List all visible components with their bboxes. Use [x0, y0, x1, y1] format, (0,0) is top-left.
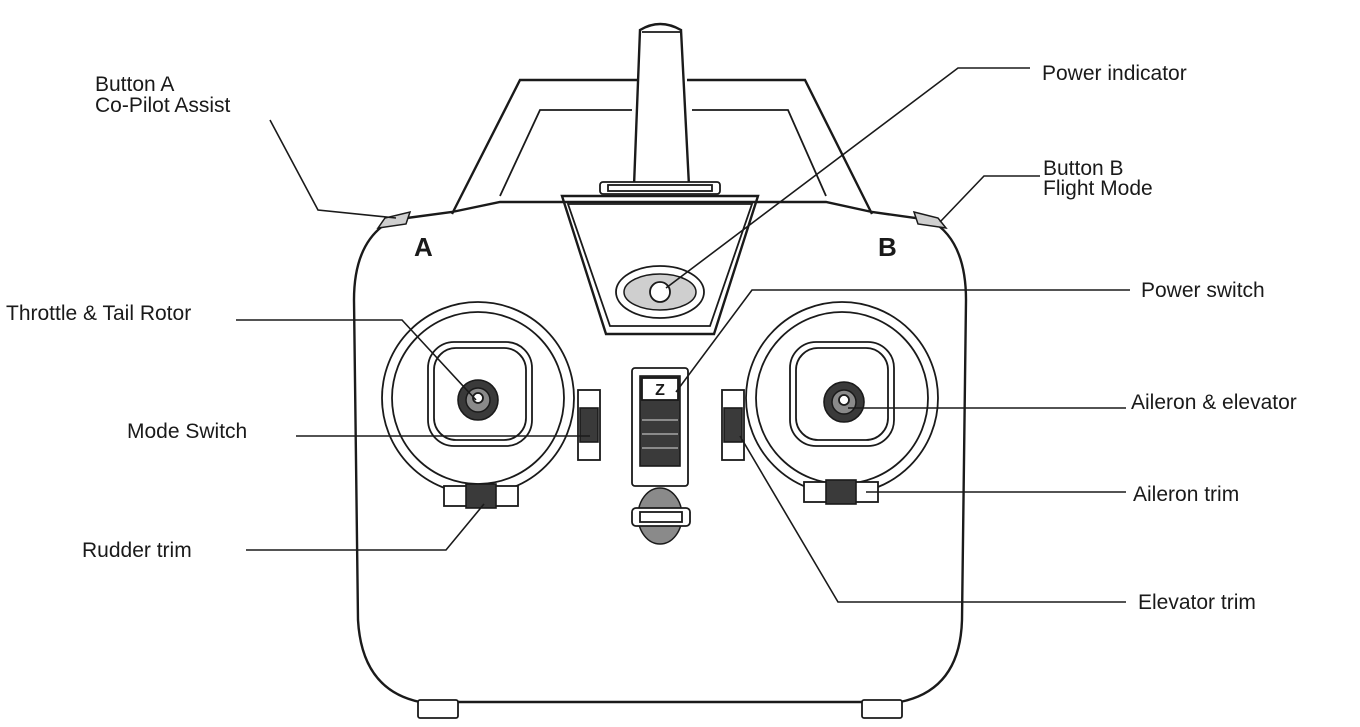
side-letter-b: B [878, 232, 897, 262]
antenna [599, 22, 721, 195]
label-elevator-trim: Elevator trim [1138, 591, 1256, 614]
label-mode-switch: Mode Switch [127, 420, 247, 443]
label-button-b-function: Flight Mode [1043, 177, 1153, 200]
label-aileron-trim: Aileron trim [1133, 483, 1239, 506]
label-power-indicator: Power indicator [1042, 62, 1187, 85]
label-button-a-function: Co-Pilot Assist [95, 94, 231, 117]
button-a-shoulder[interactable] [376, 210, 412, 229]
indicator-panel [560, 194, 760, 336]
power-switch[interactable]: Z [631, 367, 689, 487]
leader-lines [236, 67, 1130, 603]
right-stick-assembly [745, 301, 939, 495]
button-b-shoulder[interactable] [912, 210, 948, 230]
mode-switch[interactable] [577, 389, 601, 461]
transmitter-body [352, 200, 968, 704]
label-button-a-name: Button A [95, 73, 174, 96]
label-rudder-trim: Rudder trim [82, 539, 192, 562]
power-indicator-led [649, 281, 671, 303]
label-aileron-elevator: Aileron & elevator [1131, 391, 1297, 414]
label-throttle: Throttle & Tail Rotor [6, 302, 191, 325]
foot-left [417, 699, 459, 719]
power-switch-mark: Z [655, 382, 665, 399]
side-letter-a: A [414, 232, 433, 262]
foot-right [861, 699, 903, 719]
elevator-trim[interactable] [721, 389, 745, 461]
carry-handle [450, 78, 874, 215]
rudder-trim[interactable] [443, 483, 519, 509]
label-power-switch: Power switch [1141, 279, 1265, 302]
left-stick-assembly [381, 301, 575, 495]
label-button-b-name: Button B [1043, 157, 1124, 180]
lanyard-hook [631, 487, 691, 545]
